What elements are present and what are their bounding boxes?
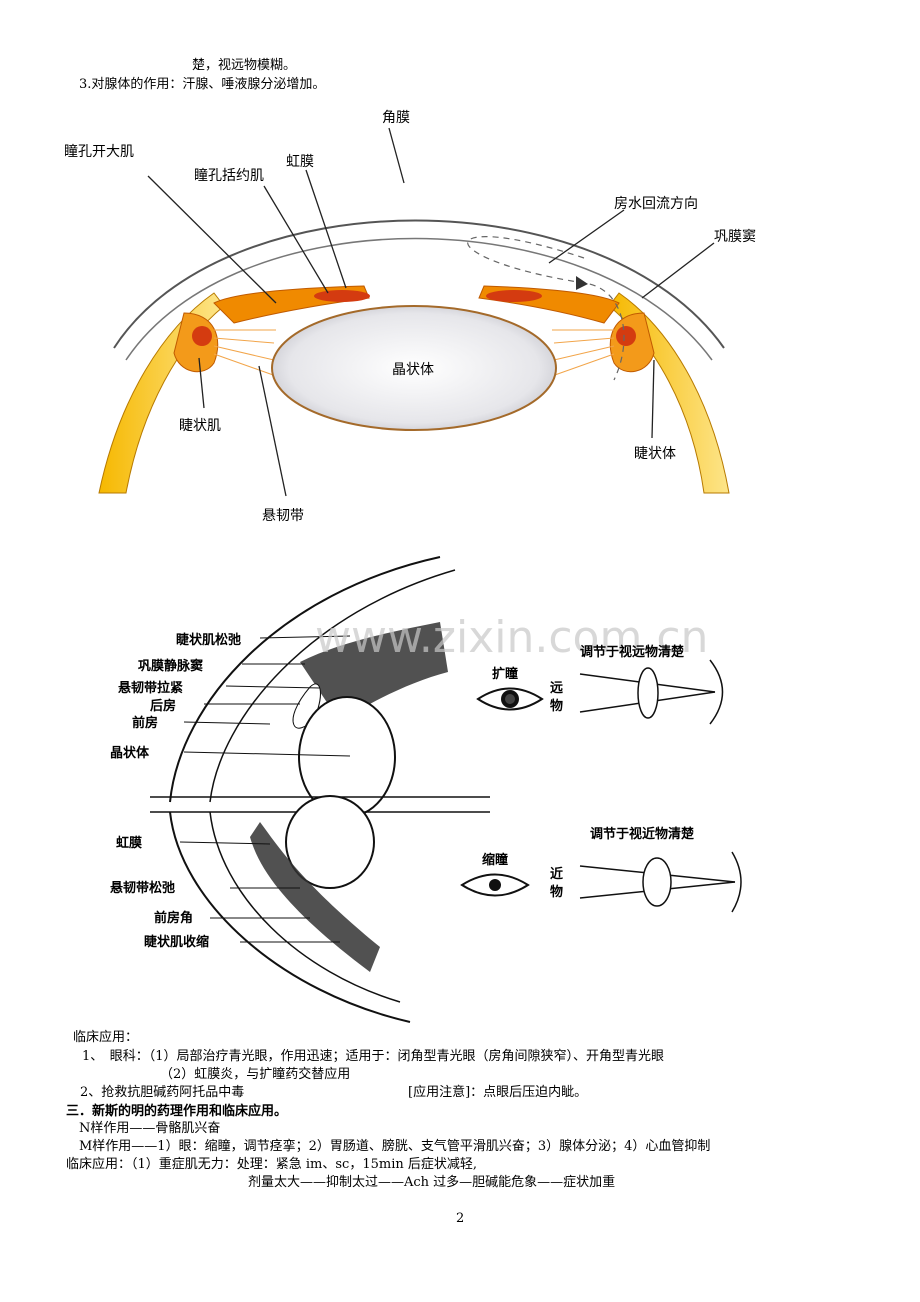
label-zonule-relax: 悬韧带松弛	[110, 880, 175, 896]
label-lens: 晶状体	[392, 362, 434, 378]
label-iris: 虹膜	[286, 154, 314, 170]
label-zonule-tight: 悬韧带拉紧	[118, 680, 183, 696]
text-clinical-title: 临床应用：	[73, 1030, 139, 1045]
text-n-effect: N样作用——骨骼肌兴奋	[79, 1121, 221, 1136]
watermark: www.zixin.com.cn	[315, 612, 708, 663]
label-scleral-venous-sinus: 巩膜静脉窦	[138, 658, 203, 674]
label-near-1: 近	[550, 866, 563, 882]
label-zonule: 悬韧带	[262, 508, 304, 524]
label-far-1: 远	[550, 681, 563, 696]
label-dilate: 扩瞳	[492, 666, 518, 682]
label-ciliary-relax: 睫状肌松弛	[176, 632, 241, 648]
label-adjust-near: 调节于视近物清楚	[590, 826, 695, 842]
open-eye-icon-far	[476, 687, 544, 711]
label-constrict: 缩瞳	[482, 852, 508, 868]
accommodation-figure: 睫状肌松弛 巩膜静脉窦 悬韧带拉紧 后房 前房 晶状体 虹膜 悬韧带松弛 前房角…	[110, 552, 770, 1027]
text-item1: 1、 眼科：（1）局部治疗青光眼，作用迅速；适用于：闭角型青光眼（房角间隙狭窄）…	[82, 1049, 665, 1064]
label-far-2: 物	[550, 698, 563, 714]
label-chamber-angle: 前房角	[154, 910, 193, 926]
text-m-effect: M样作用——1）眼：缩瞳，调节痉挛；2）胃肠道、膀胱、支气管平滑肌兴奋；3）腺体…	[79, 1139, 711, 1154]
label-ciliary-muscle: 睫状肌	[179, 418, 221, 434]
page-number: 2	[456, 1211, 465, 1226]
label-aqueous-flow: 房水回流方向	[614, 196, 698, 212]
label-cornea: 角膜	[382, 110, 410, 126]
label-adjust-far: 调节于视远物清楚	[580, 644, 685, 660]
label-pupil-sphincter: 瞳孔括约肌	[194, 167, 264, 184]
text-item2-note: [应用注意]：点眼后压迫内眦。	[408, 1085, 588, 1100]
label-posterior-chamber: 后房	[150, 698, 176, 714]
text-dose: 剂量太大——抑制太过——Ach 过多—胆碱能危象——症状加重	[248, 1175, 616, 1190]
text-item1b: （2）虹膜炎，与扩瞳药交替应用	[160, 1067, 351, 1082]
label-scleral-sinus: 巩膜窦	[714, 229, 756, 245]
label-lens-2: 晶状体	[110, 745, 150, 761]
text-line-gland-effect: 3.对腺体的作用：汗腺、唾液腺分泌增加。	[79, 77, 326, 92]
label-ciliary-contract: 睫状肌收缩	[144, 934, 209, 950]
text-line-continuation: 楚，视远物模糊。	[192, 58, 297, 73]
section-heading-neostigmine: 三．新斯的明的药理作用和临床应用。	[66, 1104, 288, 1119]
label-anterior-chamber: 前房	[132, 715, 158, 731]
text-clinical2: 临床应用：（1）重症肌无力：处理：紧急 im、sc，15min 后症状减轻,	[66, 1157, 478, 1172]
eye-anatomy-figure: 角膜 瞳孔开大肌 瞳孔括约肌 虹膜 房水回流方向 巩膜窦 晶状体 睫状肌 睫状体…	[64, 98, 764, 528]
label-iris-2: 虹膜	[116, 835, 142, 851]
label-pupil-dilator: 瞳孔开大肌	[64, 143, 134, 160]
text-item2: 2、抢救抗胆碱药阿托品中毒	[80, 1085, 245, 1100]
open-eye-icon-near	[460, 873, 530, 897]
label-ciliary-body: 睫状体	[634, 446, 676, 462]
label-near-2: 物	[550, 884, 563, 900]
